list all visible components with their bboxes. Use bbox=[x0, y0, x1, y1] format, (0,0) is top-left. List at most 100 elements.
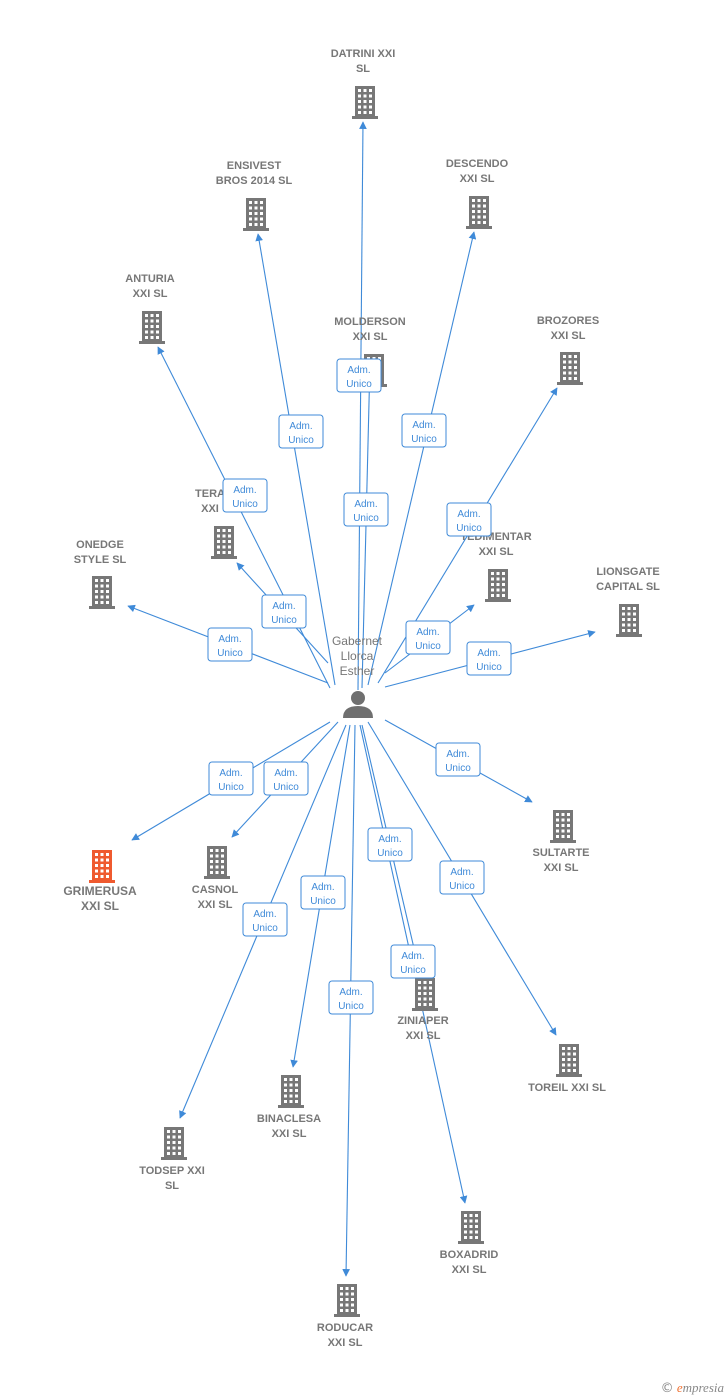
company-label-line: ENSIVEST bbox=[227, 160, 282, 172]
company-label-line: TOREIL XXI SL bbox=[528, 1082, 606, 1094]
company-node-toreil[interactable]: TOREIL XXI SL bbox=[528, 1044, 606, 1094]
company-label-line: TODSEP XXI bbox=[139, 1165, 205, 1177]
company-node-brozores[interactable]: BROZORES XXI SL bbox=[537, 315, 599, 385]
building-icon bbox=[161, 1127, 187, 1160]
role-badge-descendo[interactable]: Adm.Unico bbox=[401, 413, 447, 448]
building-icon bbox=[466, 196, 492, 229]
role-badge-toreil[interactable]: Adm.Unico bbox=[439, 860, 485, 895]
badge-role-line-2: Unico bbox=[353, 513, 379, 524]
company-label-line: ANTURIA bbox=[125, 273, 175, 285]
badge-role-line-2: Unico bbox=[456, 523, 482, 534]
edge-anturia bbox=[157, 346, 331, 689]
badge-role-line-2: Unico bbox=[411, 434, 437, 445]
badge-role-line-1: Adm. bbox=[339, 987, 362, 998]
building-icon bbox=[412, 978, 438, 1011]
building-icon bbox=[616, 604, 642, 637]
role-badge-ensivest[interactable]: Adm.Unico bbox=[278, 414, 324, 449]
company-label-line: BROZORES bbox=[537, 315, 599, 327]
edge-descendo bbox=[367, 231, 477, 686]
role-badge-extra-0[interactable]: Adm.Unico bbox=[343, 492, 389, 527]
badge-role-line-1: Adm. bbox=[378, 834, 401, 845]
badge-role-line-1: Adm. bbox=[416, 627, 439, 638]
company-label-line: DESCENDO bbox=[446, 158, 509, 170]
company-label-line: ONEDGE bbox=[76, 539, 124, 551]
person-name-line: Llorca bbox=[341, 649, 374, 663]
company-label-line: XXI SL bbox=[328, 1337, 363, 1349]
role-badge-boxadrid[interactable]: Adm.Unico bbox=[390, 944, 436, 979]
company-node-onedge[interactable]: ONEDGE STYLE SL bbox=[74, 539, 127, 609]
company-label-line: LIONSGATE bbox=[596, 566, 659, 578]
role-badge-molderson[interactable]: Adm. Unico bbox=[336, 358, 382, 393]
company-label-line: XXI bbox=[201, 503, 219, 515]
company-node-roducar[interactable]: RODUCAR XXI SL bbox=[317, 1284, 373, 1349]
building-icon bbox=[334, 1284, 360, 1317]
building-icon bbox=[352, 86, 378, 119]
role-badge-onedge[interactable]: Adm. Unico bbox=[207, 627, 253, 662]
badge-role-line-1: Adm. bbox=[272, 601, 295, 612]
badge-role-line-2: Unico bbox=[252, 923, 278, 934]
badge-role-line-2: Unico bbox=[346, 379, 372, 390]
role-badge-lionsgate[interactable]: Adm.Unico bbox=[466, 641, 512, 676]
company-label-line: SL bbox=[356, 63, 370, 75]
role-badge-ziniaper[interactable]: Adm.Unico bbox=[367, 827, 413, 862]
building-icon bbox=[550, 810, 576, 843]
company-label-line: GRIMERUSA bbox=[63, 884, 137, 898]
badge-role-line-2: Unico bbox=[217, 648, 243, 659]
brand-name: mpresia bbox=[682, 1380, 724, 1395]
building-icon bbox=[278, 1075, 304, 1108]
role-badge-brozores[interactable]: Adm.Unico bbox=[446, 502, 492, 537]
company-label-line: RODUCAR bbox=[317, 1322, 373, 1334]
badge-role-line-2: Unico bbox=[445, 763, 471, 774]
building-icon bbox=[139, 311, 165, 344]
company-label-line: XXI SL bbox=[452, 1264, 487, 1276]
badge-role-line-1: Adm. bbox=[218, 634, 241, 645]
badge-role-line-2: Unico bbox=[449, 881, 475, 892]
role-badge-sultarte[interactable]: Adm.Unico bbox=[435, 742, 481, 777]
brand-initial: e bbox=[676, 1380, 683, 1395]
role-badge-casnol[interactable]: Adm.Unico bbox=[263, 761, 309, 796]
role-badge-tera[interactable]: Adm.Unico bbox=[261, 594, 307, 629]
badge-role-line-2: Unico bbox=[338, 1001, 364, 1012]
company-label-line: CASNOL bbox=[192, 884, 239, 896]
badge-role-line-1: Adm. bbox=[253, 909, 276, 920]
badge-role-line-1: Adm. bbox=[477, 648, 500, 659]
company-label-line: XXI SL bbox=[544, 862, 579, 874]
role-badge-anturia[interactable]: Adm.Unico bbox=[222, 478, 268, 513]
badge-role-line-2: Unico bbox=[288, 435, 314, 446]
role-badge-todsep[interactable]: Adm. Unico bbox=[242, 902, 288, 937]
building-icon bbox=[458, 1211, 484, 1244]
badge-role-line-1: Adm. bbox=[347, 365, 370, 376]
badge-role-line-2: Unico bbox=[232, 499, 258, 510]
building-icon bbox=[556, 1044, 582, 1077]
badge-role-line-1: Adm. bbox=[274, 768, 297, 779]
person-name-line: Gabernet bbox=[332, 634, 383, 648]
role-badge-roducar[interactable]: Adm. Unico bbox=[328, 980, 374, 1015]
building-icon bbox=[243, 198, 269, 231]
company-label-line: MOLDERSON bbox=[334, 316, 406, 328]
badge-role-line-1: Adm. bbox=[311, 882, 334, 893]
company-label-line: STYLE SL bbox=[74, 554, 127, 566]
role-badge-grimerusa[interactable]: Adm.Unico bbox=[208, 761, 254, 796]
building-icon bbox=[557, 352, 583, 385]
company-label-line: XXI SL bbox=[551, 330, 586, 342]
role-badge-binaclesa[interactable]: Adm.Unico bbox=[300, 875, 346, 910]
building-icon bbox=[89, 576, 115, 609]
role-badge-tedimentar[interactable]: Adm.Unico bbox=[405, 620, 451, 655]
person-name-line: Esther bbox=[340, 664, 375, 678]
